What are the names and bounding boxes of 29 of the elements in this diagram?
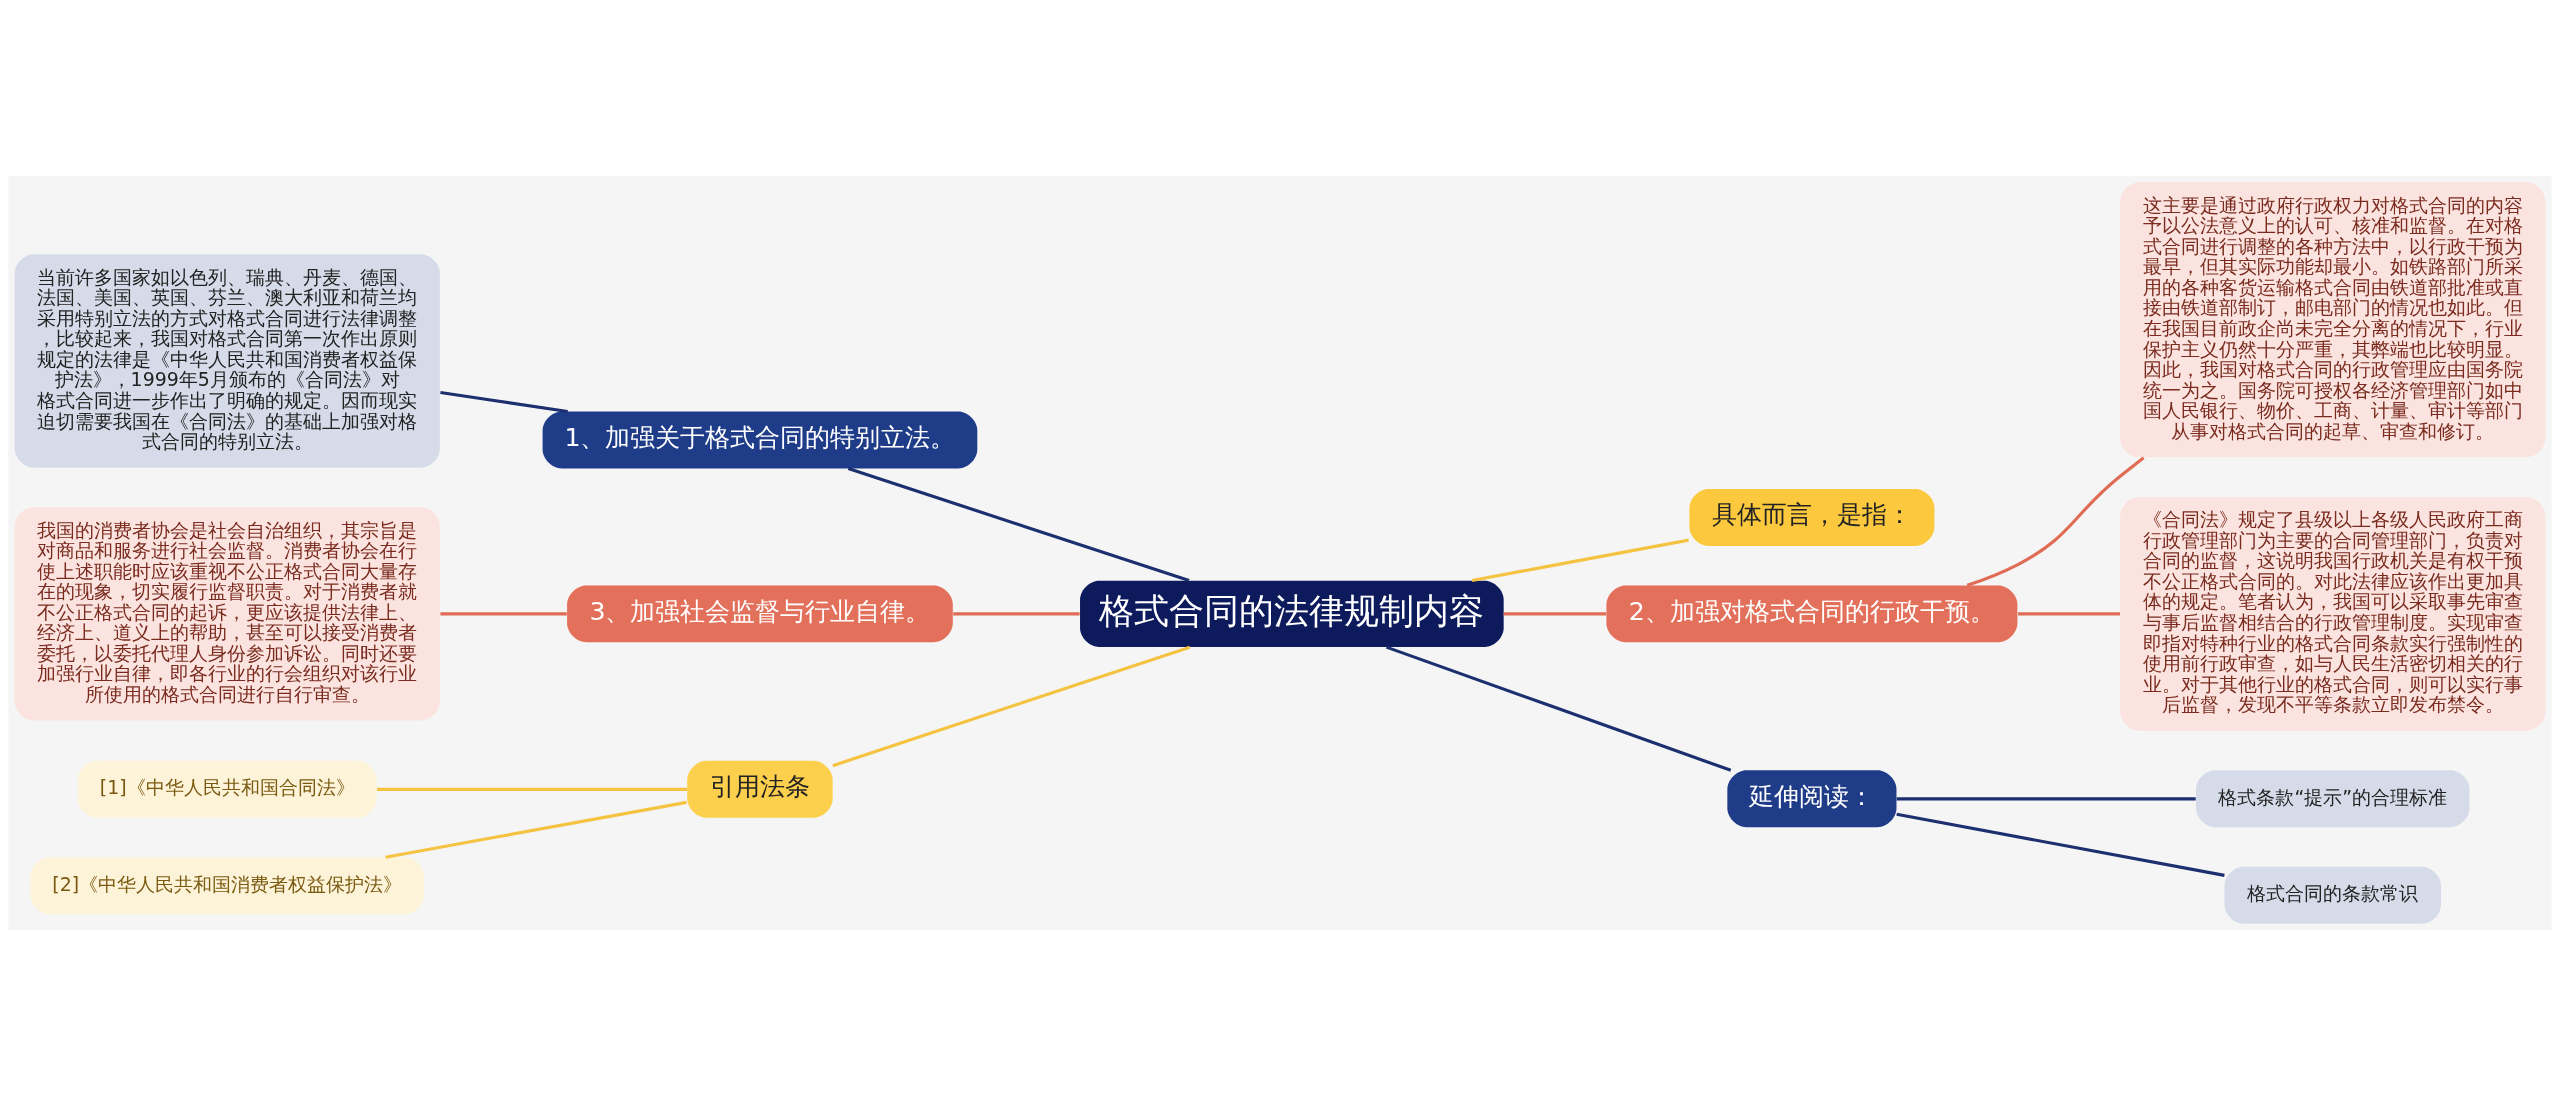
node-box: 2、加强对格式合同的行政干预。 bbox=[1606, 585, 2018, 643]
node-box: 延伸阅读： bbox=[1727, 770, 1897, 828]
node-box: 《合同法》规定了县级以上各级人民政府工商行政管理部门为主要的合同管理部门，负责对合同的监督，这说明我国行政机关是有权干预不公正格式合同的。对此法律应该作出更加具体的规定。笔者认为，我国可以采取事先审查与事后监督相结合的行政管理制度。实现审查即指对特种行业的格式合同条款实行强制性的使用前行政审查，如与人民生活密切相关的行业。对于其他行业的格式合同，则可以实行事后监督，发现不平等条款立即发布禁令。 bbox=[2120, 496, 2546, 731]
connector bbox=[1896, 797, 2196, 801]
node-box: 当前许多国家如以色列、瑞典、丹麦、德国、法国、美国、英国、芬兰、澳大利亚和荷兰均采用特别立法的方式对格式合同进行法律调整，比较起来，我国对格式合同第一次作出原则规定的法律是《中华人民共和国消费者权益保护法》，1999年5月颁布的《合同法》对格式合同进一步作出了明确的规定。因而现实迫切需要我国在《合同法》的基础上加强对格式合同的特别立法。 bbox=[14, 254, 440, 468]
connector bbox=[1503, 612, 1607, 616]
node-box: 格式合同的法律规制内容 bbox=[1080, 580, 1504, 648]
node-box: 1、加强关于格式合同的特别立法。 bbox=[542, 411, 978, 469]
node-box: 这主要是通过政府行政权力对格式合同的内容予以公法意义上的认可、核准和监督。在对格式合同进行调整的各种方法中，以行政干预为最早，但其实际功能却最小。如铁路部门所采用的各种客货运输格式合同由铁道部批准或直接由铁道部制订，邮电部门的情况也如此。但在我国目前政企尚未完全分离的情况下，行业保护主义仍然十分严重，其弊端也比较明显。因此，我国对格式合同的行政管理应由国务院统一为之。国务院可授权各经济管理部门如中国人民银行、物价、工商、计量、审计等部门从事对格式合同的起草、审查和修订。 bbox=[2120, 182, 2546, 458]
connector bbox=[385, 800, 687, 859]
node-box: 引用法条 bbox=[687, 760, 833, 818]
connector bbox=[1966, 456, 2145, 587]
connector bbox=[953, 612, 1080, 616]
connector bbox=[2018, 612, 2120, 616]
connector bbox=[1385, 645, 1732, 772]
node-box: [1]《中华人民共和国合同法》 bbox=[77, 760, 377, 818]
connector bbox=[440, 612, 567, 616]
connector bbox=[440, 390, 568, 414]
node-box: 格式合同的条款常识 bbox=[2224, 866, 2442, 924]
connector bbox=[1471, 538, 1689, 583]
node-box: 格式条款“提示”的合理标准 bbox=[2196, 770, 2470, 828]
node-box: 我国的消费者协会是社会自治组织，其宗旨是对商品和服务进行社会监督。消费者协会在行使上述职能时应该重视不公正格式合同大量存在的现象，切实履行监督职责。对于消费者就不公正格式合同的起诉，更应该提供法律上、经济上、道义上的帮助，甚至可以接受消费者委托，以委托代理人身份参加诉讼。同时还要加强行业自律，即各行业的行会组织对该行业所使用的格式合同进行自行审查。 bbox=[14, 507, 440, 721]
connector bbox=[832, 645, 1191, 768]
node-box: [2]《中华人民共和国消费者权益保护法》 bbox=[30, 857, 425, 915]
node-box: 3、加强社会监督与行业自律。 bbox=[567, 585, 953, 643]
connector bbox=[847, 467, 1190, 583]
node-box: 具体而言，是指： bbox=[1689, 489, 1935, 546]
connector bbox=[377, 787, 688, 791]
connector bbox=[1896, 812, 2225, 877]
